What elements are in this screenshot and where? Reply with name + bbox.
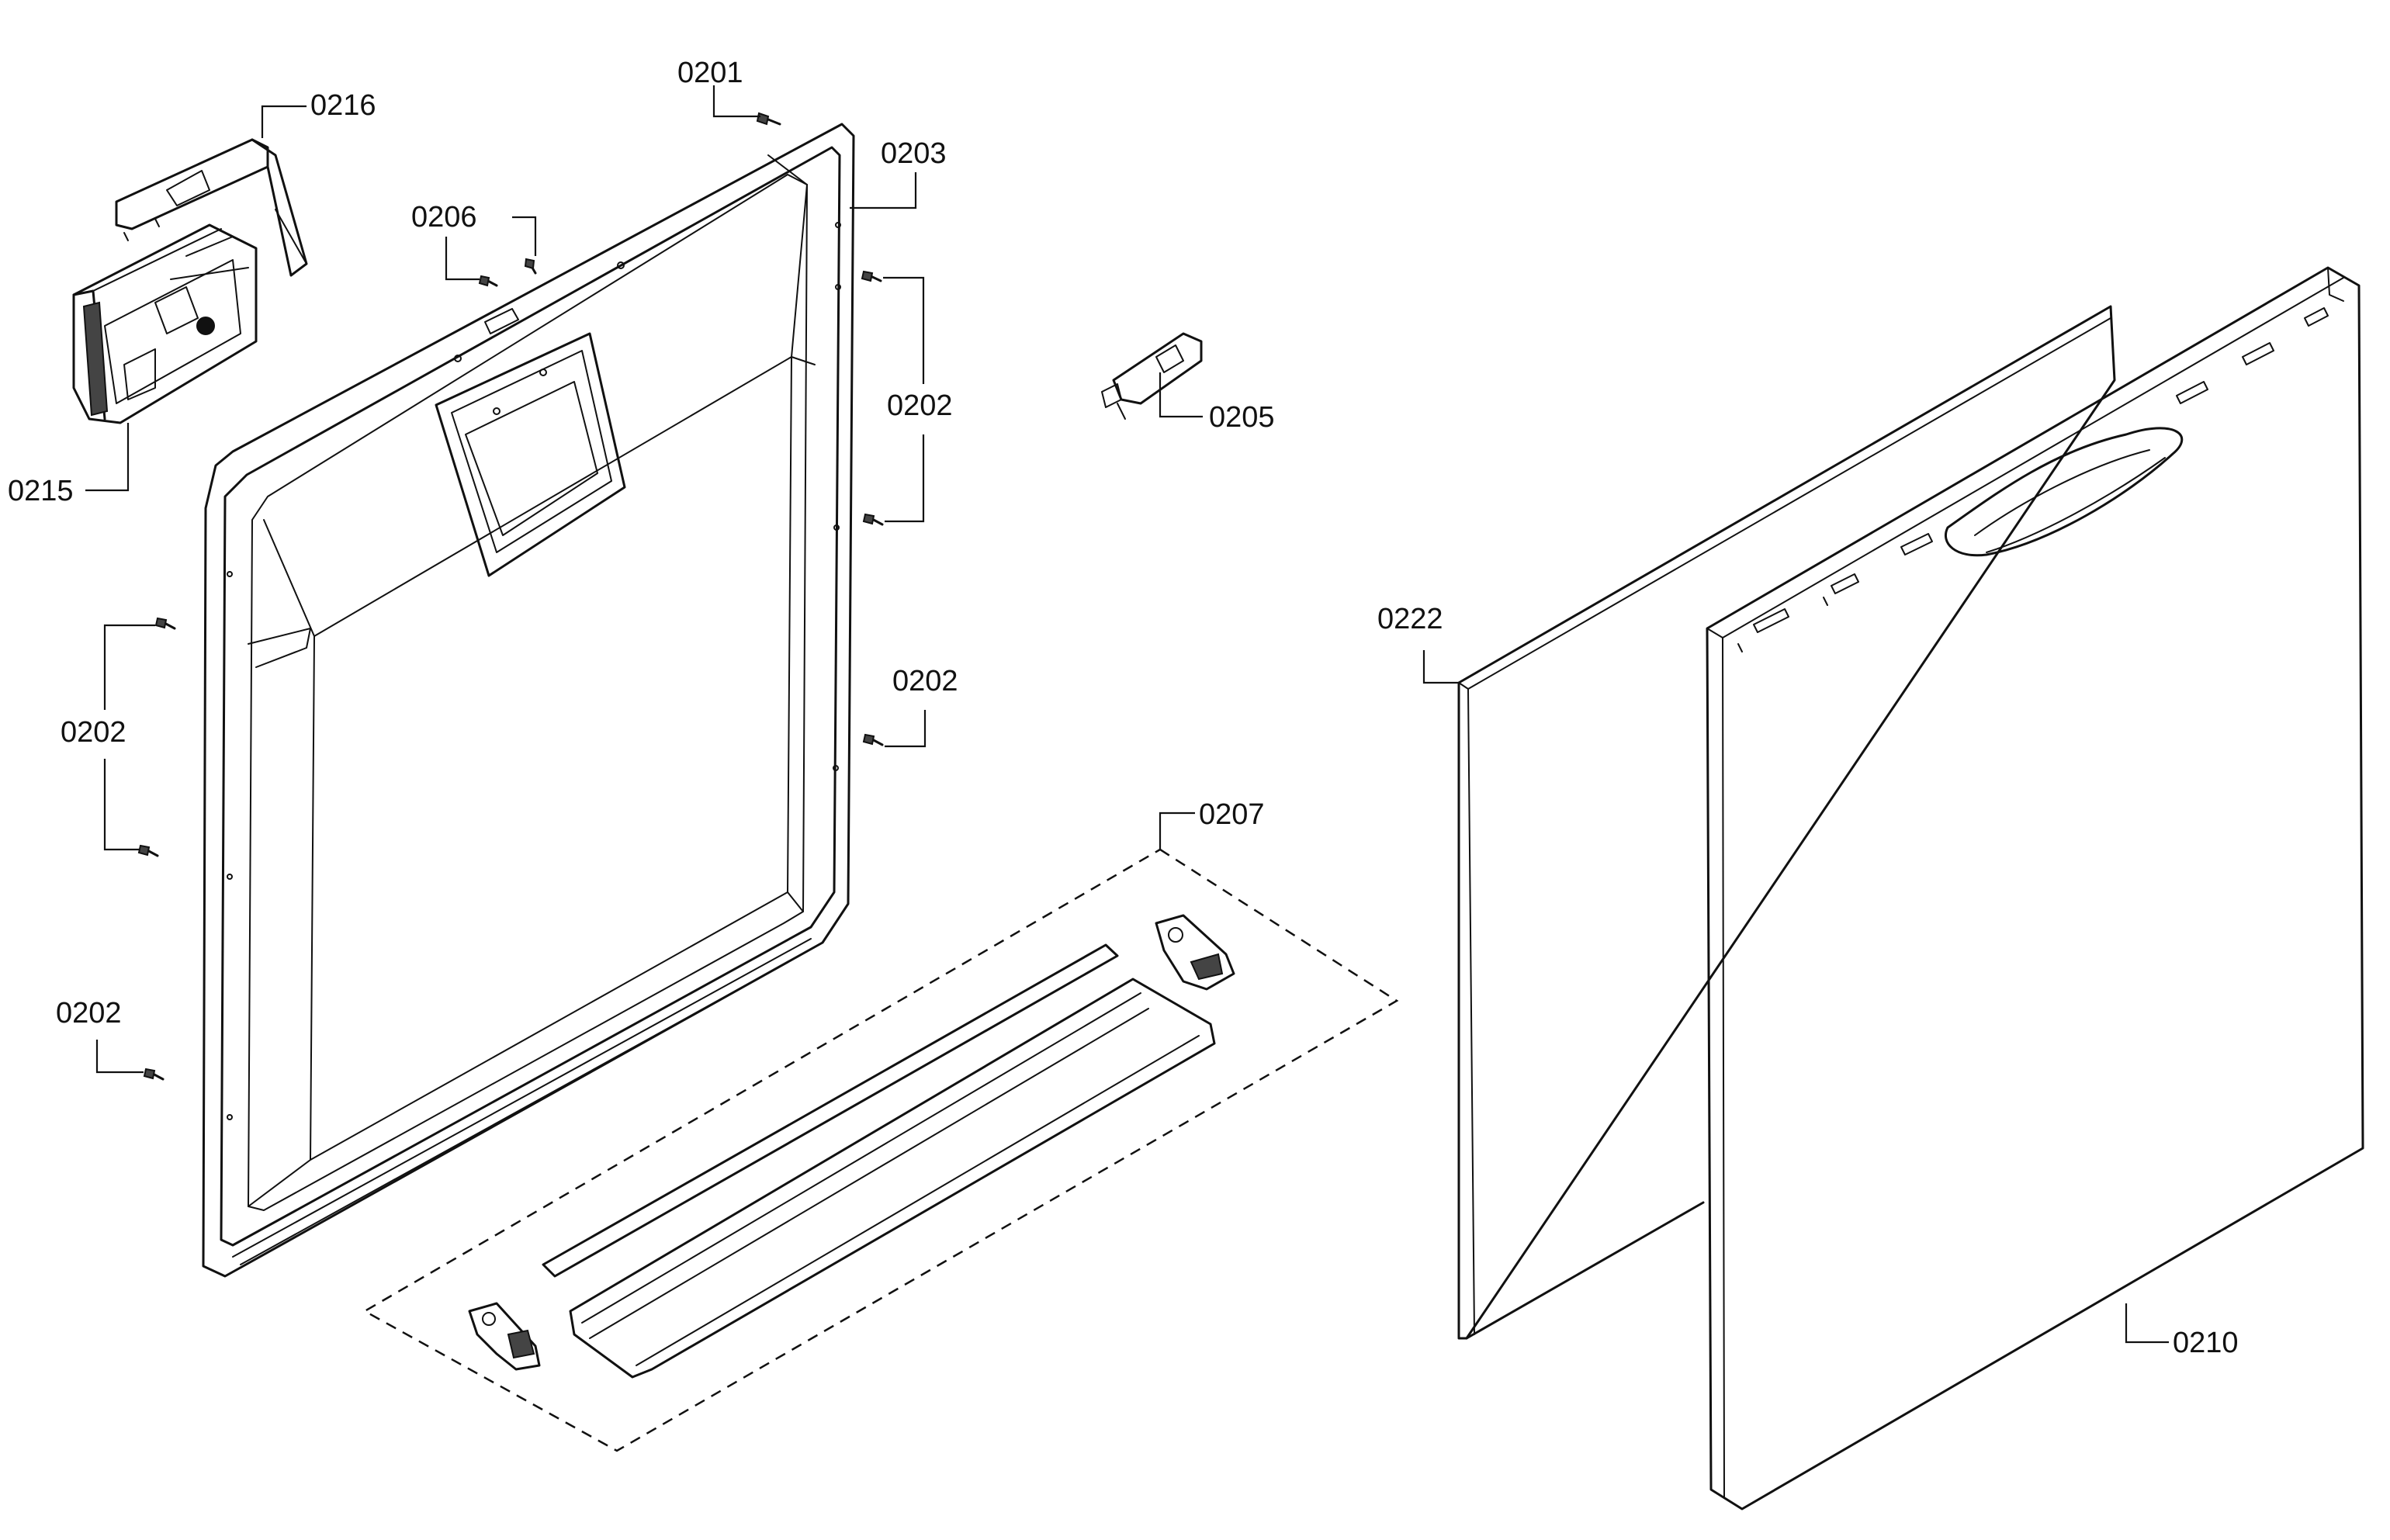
detergent-dispenser [72, 223, 258, 424]
dispenser-bracket [115, 138, 308, 277]
label-0202-left-mid: 0202 [61, 716, 126, 749]
label-0202-left-bottom: 0202 [56, 997, 122, 1030]
label-0203: 0203 [881, 137, 947, 170]
label-0215: 0215 [8, 475, 74, 507]
hinge-piece [1101, 332, 1203, 420]
label-0210: 0210 [2173, 1327, 2239, 1359]
screw-0202-left-mid-a [154, 617, 176, 630]
inner-door-frame [202, 123, 855, 1278]
hinge-kit-group [362, 848, 1399, 1452]
leader-lines [85, 85, 2169, 1344]
label-0202-right-top: 0202 [887, 389, 953, 422]
label-0216: 0216 [310, 89, 376, 122]
screw-0202-right-top-a [861, 270, 882, 282]
label-0205: 0205 [1209, 401, 1275, 434]
label-0207: 0207 [1199, 798, 1265, 831]
label-0206: 0206 [411, 201, 477, 234]
label-0201: 0201 [677, 57, 743, 89]
label-0202-right-mid: 0202 [892, 665, 958, 697]
label-0222: 0222 [1377, 603, 1443, 635]
screw-0206-a [478, 275, 498, 287]
screw-0202-right-top-b [862, 513, 884, 526]
part-labels: 0201 0203 0216 0206 0202 0205 0215 0222 … [8, 57, 2239, 1359]
screw-0202-right-mid [862, 733, 884, 746]
door-panel-0222 [1457, 305, 2116, 1340]
screw-0201 [756, 112, 781, 126]
screw-0206-b [524, 258, 537, 275]
screw-0202-left-bottom [143, 1068, 165, 1081]
outer-door-0210 [1706, 266, 2364, 1511]
screw-0202-left-mid-b [137, 844, 159, 857]
